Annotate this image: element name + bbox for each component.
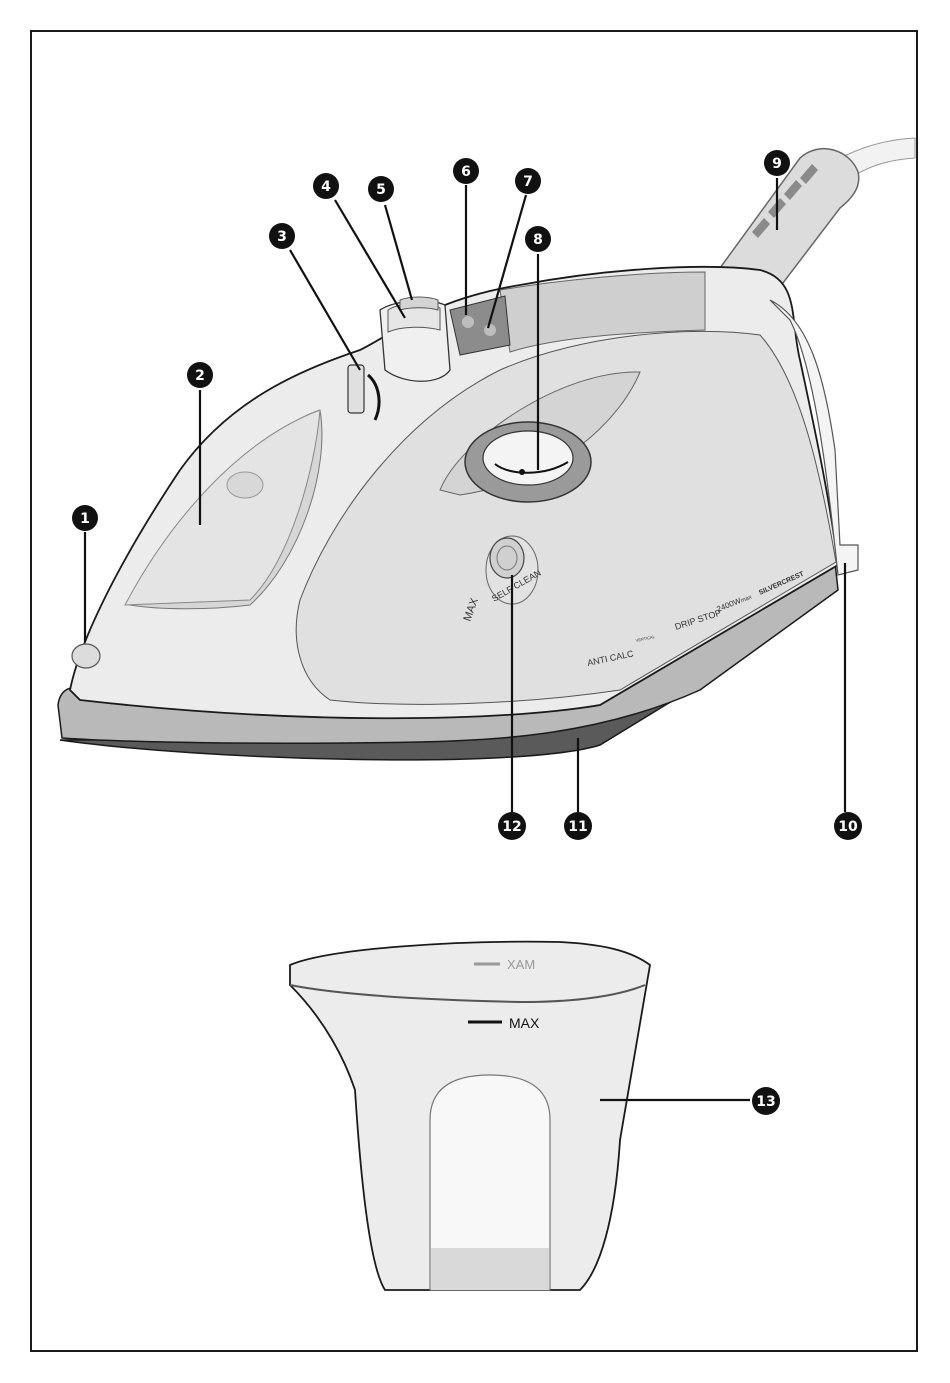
self-clean-button[interactable] xyxy=(490,538,524,578)
steam-iron: SELF CLEAN MAX ANTI CALC VERTICAL DRIP S… xyxy=(58,138,915,760)
callout-2-number: 2 xyxy=(195,368,205,384)
callout-4: 4 xyxy=(313,173,339,199)
measuring-cup: XAM MAX xyxy=(290,942,650,1290)
callout-6: 6 xyxy=(453,158,479,184)
spray-nozzle[interactable] xyxy=(72,644,100,668)
callout-11: 11 xyxy=(564,812,592,840)
callout-12-number: 12 xyxy=(502,819,521,835)
filler-cap-button[interactable] xyxy=(227,472,263,498)
callout-3: 3 xyxy=(269,223,295,249)
leader-5 xyxy=(385,205,412,300)
cup-max-label: MAX xyxy=(509,1015,540,1031)
callout-12: 12 xyxy=(498,812,526,840)
callout-10-number: 10 xyxy=(838,819,858,835)
heating-indicator-lamp xyxy=(462,316,474,328)
callout-8-number: 8 xyxy=(533,232,543,248)
cup-window-base xyxy=(431,1248,549,1290)
callout-11-number: 11 xyxy=(568,819,587,835)
callout-7: 7 xyxy=(515,168,541,194)
callout-8: 8 xyxy=(525,226,551,252)
vertical-steam-indicator-lamp xyxy=(484,324,496,336)
callout-9: 9 xyxy=(764,150,790,176)
steam-burst-button[interactable] xyxy=(400,297,438,310)
callout-7-number: 7 xyxy=(523,174,533,190)
callout-1-number: 1 xyxy=(80,511,90,527)
leader-3 xyxy=(290,250,360,370)
callout-5-number: 5 xyxy=(376,182,386,198)
callout-1: 1 xyxy=(72,505,98,531)
callout-13-number: 13 xyxy=(756,1094,775,1110)
callout-3-number: 3 xyxy=(277,229,287,245)
leader-4 xyxy=(335,200,405,318)
callout-5: 5 xyxy=(368,176,394,202)
callout-6-number: 6 xyxy=(461,164,471,180)
callout-2: 2 xyxy=(187,362,213,388)
callout-9-number: 9 xyxy=(772,156,782,172)
temperature-dial[interactable] xyxy=(483,431,573,485)
callout-13: 13 xyxy=(752,1087,780,1115)
callout-4-number: 4 xyxy=(321,179,331,195)
callout-10: 10 xyxy=(834,812,862,840)
temperature-dial-marker xyxy=(519,469,525,475)
cup-max-label-mirrored: XAM xyxy=(507,957,535,972)
steam-regulator[interactable] xyxy=(348,365,364,413)
